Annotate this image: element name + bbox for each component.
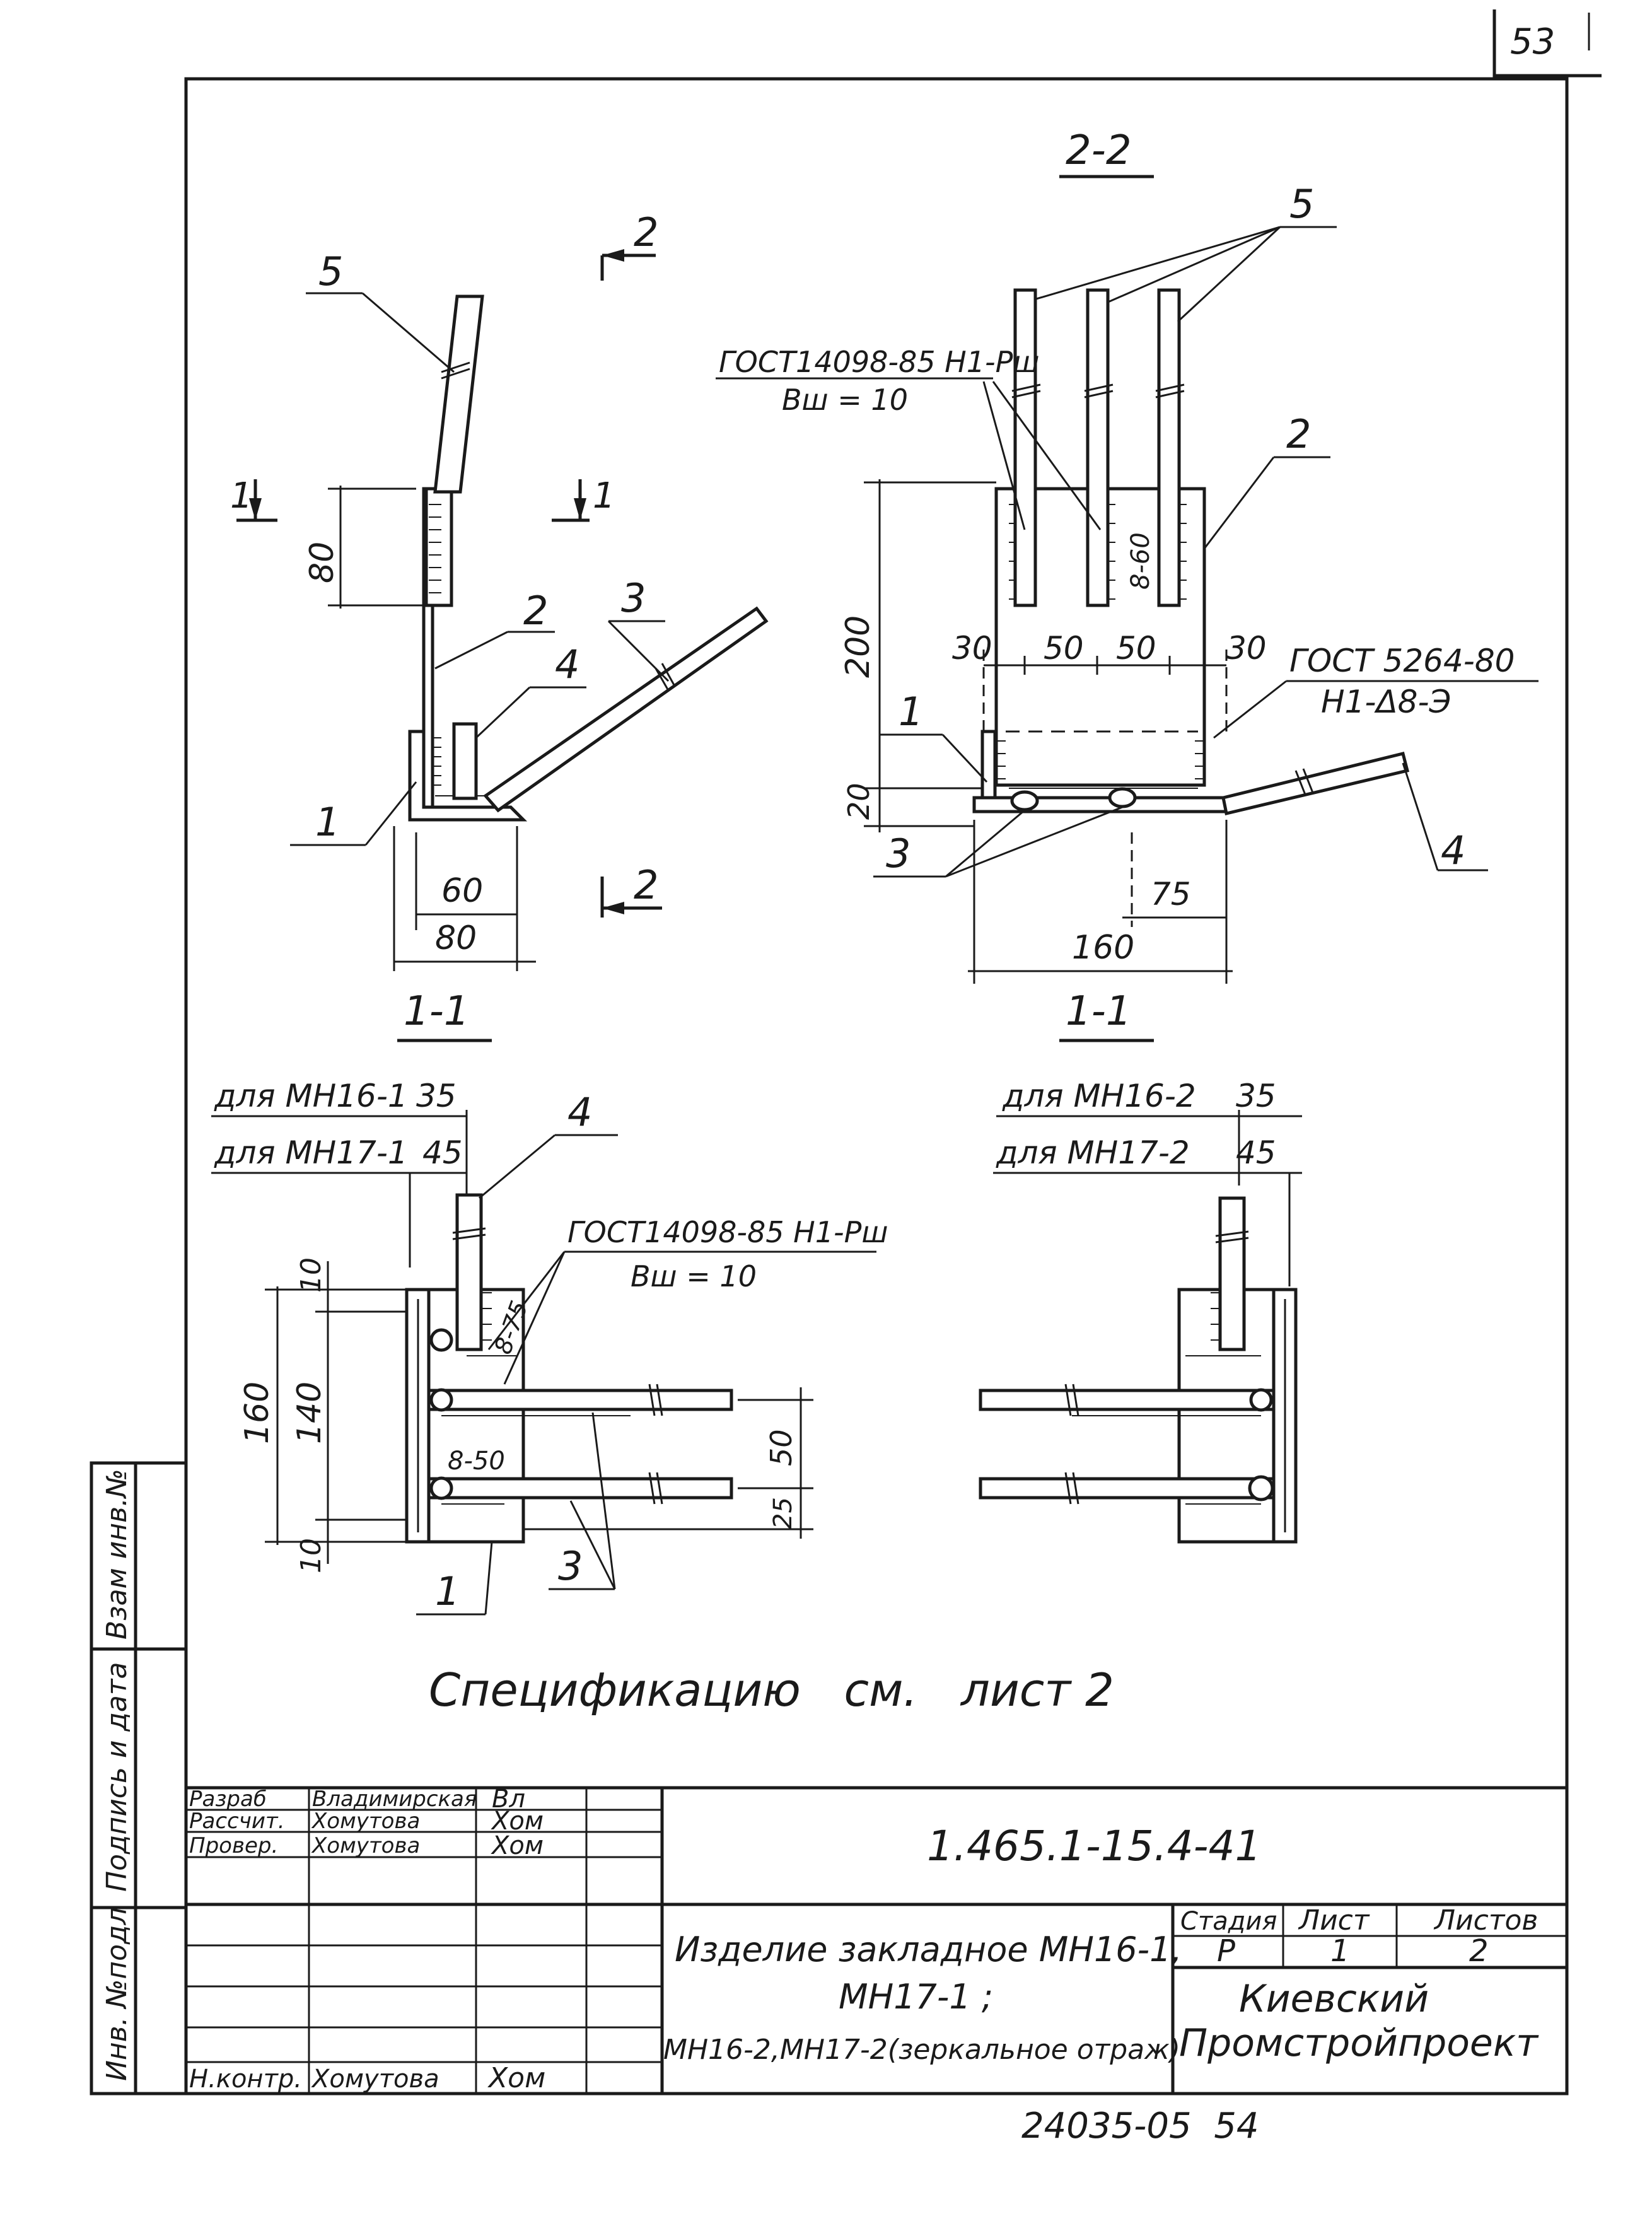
stage-value: Р xyxy=(1217,1933,1235,1969)
callout-2-right: 2 xyxy=(1286,411,1311,457)
dim-50-b: 50 xyxy=(1116,630,1156,667)
dim-50-a: 50 xyxy=(1044,630,1084,667)
dim-50-plan: 50 xyxy=(764,1429,798,1466)
side-stamp: Взам инв.№ Подпись и дата Инв. №подл xyxy=(90,1461,188,2095)
studs-5 xyxy=(1009,288,1187,607)
dim-10-top: 10 xyxy=(295,1257,327,1293)
section-label-left: 1-1 xyxy=(404,988,470,1035)
sign-n-kontr: Хом xyxy=(487,2062,545,2094)
dim-30-right: 30 xyxy=(1226,630,1267,667)
dim-80: 80 xyxy=(435,919,477,957)
view-plan-right: для МН16-2 35 для МН17-2 45 xyxy=(979,1078,1302,1544)
dim-75: 75 xyxy=(1151,876,1191,912)
doc-code: 1.465.1-15.4-41 xyxy=(927,1822,1261,1870)
callout-5-right: 5 xyxy=(1289,181,1314,227)
note-mh16-2-value: 35 xyxy=(1236,1078,1276,1114)
side-label-podpis-data: Подпись и дата xyxy=(101,1662,133,1892)
dim-30-left: 30 xyxy=(952,630,992,667)
sheet-frame: 53 xyxy=(184,9,1602,2095)
view-plan-left: для МН16-1 35 для МН17-1 45 8-75 xyxy=(211,1078,888,1616)
role-prover: Провер. xyxy=(189,1833,278,1858)
sheet-header: Лист xyxy=(1298,1904,1370,1937)
dim-10-bottom: 10 xyxy=(295,1538,327,1573)
dim-80-vertical: 80 xyxy=(303,542,341,583)
dim-20: 20 xyxy=(842,783,876,820)
view-1-1-left: 5 2 3 4 1 2 2 1 1 80 xyxy=(230,209,769,1042)
name-razrab: Владимирская xyxy=(312,1786,477,1812)
title-line-3: МН16-2,МН17-2(зеркальное отраж) xyxy=(663,2034,1180,2066)
note-mh17-2-value: 45 xyxy=(1236,1134,1276,1171)
callout-1: 1 xyxy=(315,799,340,845)
title-line-2: МН17-1 ; xyxy=(839,1977,993,2017)
side-label-vzam-inv: Взам инв.№ xyxy=(101,1469,133,1640)
weld-note-gost14098-plan: ГОСТ14098-85 Н1-Рш xyxy=(567,1215,888,1249)
org-line-1: Киевский xyxy=(1239,1977,1429,2021)
side-label-inv-podl: Инв. №подл xyxy=(101,1907,133,2081)
weld-note-vsh: Вш = 10 xyxy=(782,383,908,417)
role-razrab: Разраб xyxy=(189,1786,267,1812)
callout-4: 4 xyxy=(555,641,579,687)
weld-length-8-60: 8-60 xyxy=(1126,532,1155,590)
dim-60: 60 xyxy=(441,872,483,910)
sign-prover: Хом xyxy=(491,1831,544,1860)
callout-5: 5 xyxy=(318,248,343,294)
callout-3: 3 xyxy=(621,575,646,621)
section-label-right: 1-1 xyxy=(1066,988,1132,1035)
callout-1-plan: 1 xyxy=(435,1568,460,1614)
cut-mark-2-top: 2 xyxy=(634,209,658,255)
name-rasschit: Хомутова xyxy=(311,1809,420,1834)
note-mh16-1-value: 35 xyxy=(416,1078,457,1114)
sheets-header: Листов xyxy=(1433,1904,1538,1937)
title-line-1: Изделие закладное МН16-1, xyxy=(675,1930,1182,1969)
note-for-mh17-1: для МН17-1 xyxy=(214,1134,408,1171)
sheets-value: 2 xyxy=(1469,1933,1489,1969)
specification-note: Спецификацию см. лист 2 xyxy=(429,1664,1114,1716)
page-number: 53 xyxy=(1510,21,1555,62)
cut-mark-2-bottom: 2 xyxy=(634,862,658,908)
role-n-kontr: Н.контр. xyxy=(189,2065,302,2094)
org-line-2: Промстройпроект xyxy=(1179,2021,1539,2065)
view-2-2-right: 2-2 xyxy=(716,127,1539,1042)
callout-2: 2 xyxy=(523,588,548,634)
note-mh17-1-value: 45 xyxy=(422,1134,463,1171)
dim-25-plan: 25 xyxy=(769,1497,798,1529)
dim-160-plan: 160 xyxy=(238,1382,276,1444)
callout-4-right: 4 xyxy=(1441,827,1465,873)
weld-note-h1-d8: Н1-Δ8-Э xyxy=(1321,684,1451,720)
section-title-2-2: 2-2 xyxy=(1066,127,1132,174)
weld-note-gost14098: ГОСТ14098-85 Н1-Рш xyxy=(719,345,1039,379)
cut-mark-1-left: 1 xyxy=(230,475,253,516)
sign-razrab: Вл xyxy=(492,1785,525,1814)
name-n-kontr: Хомутова xyxy=(311,2065,439,2094)
archive-number: 24035-05 54 xyxy=(1021,2106,1259,2147)
note-for-mh16-2: для МН16-2 xyxy=(1002,1078,1196,1114)
dim-200: 200 xyxy=(839,615,877,678)
dim-140: 140 xyxy=(291,1382,329,1444)
weld-note-vsh-plan: Вш = 10 xyxy=(631,1259,757,1293)
name-prover: Хомутова xyxy=(311,1833,420,1858)
title-block: Разраб Владимирская Вл Рассчит. Хомутова… xyxy=(184,1785,1569,2095)
sign-rasschit: Хом xyxy=(491,1807,544,1836)
callout-3-plan: 3 xyxy=(558,1543,583,1589)
sheet-value: 1 xyxy=(1330,1933,1350,1969)
callout-1-right: 1 xyxy=(899,689,923,735)
cut-mark-1-right: 1 xyxy=(593,475,615,516)
dim-160: 160 xyxy=(1072,929,1134,967)
weld-note-gost5264: ГОСТ 5264-80 xyxy=(1289,643,1515,679)
weld-length-8-50: 8-50 xyxy=(448,1447,505,1476)
stage-header: Стадия xyxy=(1180,1907,1277,1936)
callout-4-plan: 4 xyxy=(567,1089,592,1135)
note-for-mh17-2: для МН17-2 xyxy=(996,1134,1190,1171)
callout-3-right: 3 xyxy=(886,831,910,877)
role-rasschit: Рассчит. xyxy=(189,1809,285,1834)
note-for-mh16-1: для МН16-1 xyxy=(214,1078,408,1114)
